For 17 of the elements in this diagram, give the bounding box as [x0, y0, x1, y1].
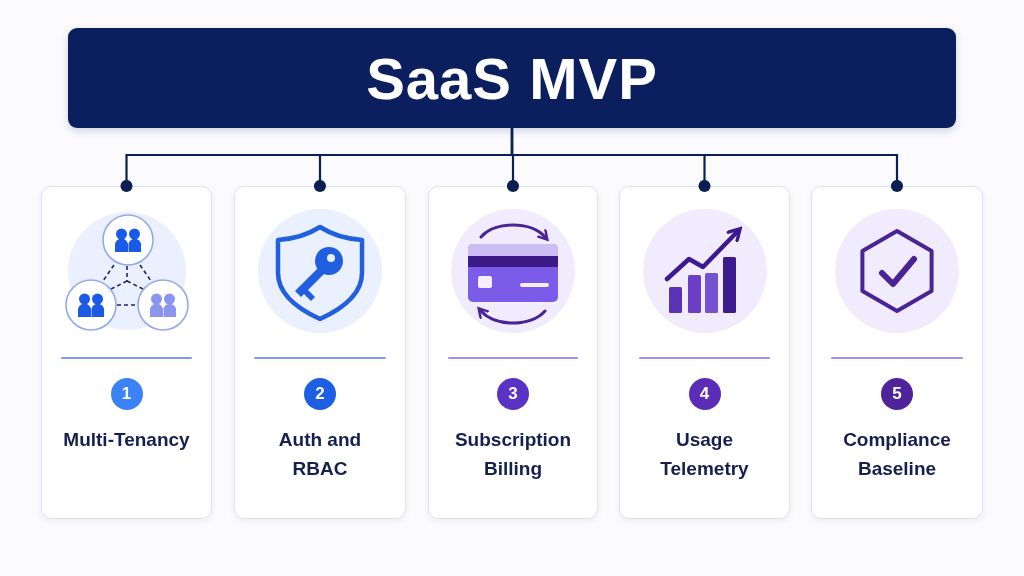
- step-number: 1: [110, 378, 143, 410]
- connector-line: [510, 128, 904, 193]
- feature-card: [811, 186, 983, 519]
- feature-label: Multi-Tenancy: [62, 428, 191, 452]
- step-number: 3: [497, 378, 529, 410]
- step-number: 5: [881, 378, 913, 410]
- feature-card: [428, 186, 598, 519]
- feature-label: Subscription Billing: [453, 428, 573, 481]
- feature-card: [41, 186, 212, 519]
- feature-label: Usage Telemetry: [659, 428, 750, 481]
- step-number: 2: [304, 378, 336, 410]
- step-number: 4: [688, 378, 721, 410]
- feature-card: [619, 186, 790, 519]
- title-banner: SaaS MVP: [68, 28, 956, 128]
- feature-label: Compliance Baseline: [842, 428, 952, 481]
- feature-label: Auth and RBAC: [277, 428, 363, 481]
- feature-card: [234, 186, 406, 519]
